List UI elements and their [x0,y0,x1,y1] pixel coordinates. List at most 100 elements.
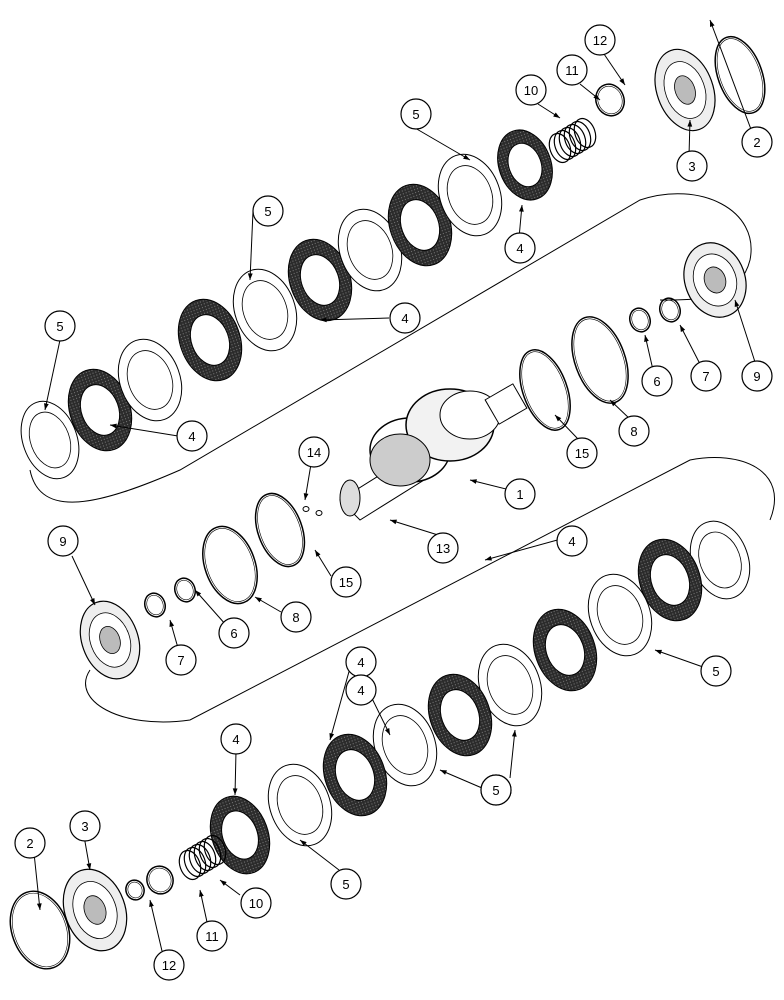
callout-label: 12 [593,33,607,48]
leader-line-13 [249,210,254,281]
leader-line-5 [109,424,179,437]
disc-14 [628,307,652,333]
callout-label: 11 [205,929,219,944]
disc-21 [202,525,258,605]
callout-5: 5 [330,868,362,900]
callout-10: 10 [515,74,547,106]
callout-6: 6 [641,365,673,397]
disc-20 [173,577,197,603]
disc-24 [637,538,703,622]
callout-5: 5 [252,195,284,227]
callout-10: 10 [240,887,272,919]
callout-label: 12 [162,958,176,973]
disc-11 [654,48,716,132]
pins [302,506,323,516]
callout-15: 15 [330,566,362,598]
disc-3 [177,298,243,382]
callout-8: 8 [280,601,312,633]
callout-bubbles: 1223344444445555555667788991010111112121… [14,24,773,981]
callout-2: 2 [741,126,773,158]
disc-8 [437,153,503,237]
leader-line-20 [194,589,227,626]
callout-12: 12 [153,949,185,981]
disc-7 [387,183,453,267]
callout-11: 11 [556,54,588,86]
disc-16 [571,316,629,404]
callout-label: 5 [712,664,719,679]
leader-line-10 [329,667,351,741]
callout-label: 6 [653,374,660,389]
disc-31 [267,763,333,847]
callout-label: 5 [264,204,271,219]
callout-label: 8 [292,610,299,625]
callout-4: 4 [345,646,377,678]
disc-25 [587,573,653,657]
leader-line-16 [439,769,483,789]
leader-line-0 [469,479,511,491]
leader-line-17 [299,839,340,871]
disc-33 [146,865,174,895]
leader-line-18 [509,729,516,779]
callout-label: 4 [188,429,195,444]
disc-29 [372,703,438,787]
leader-lines [33,19,756,952]
callout-label: 3 [81,819,88,834]
callout-13: 13 [427,532,459,564]
callout-label: 9 [753,369,760,384]
callout-label: 5 [56,319,63,334]
disc-13 [683,242,747,318]
leader-line-2 [33,852,41,911]
callout-4: 4 [556,525,588,557]
callout-label: 6 [230,626,237,641]
callout-15: 15 [566,437,598,469]
callout-9: 9 [47,525,79,557]
callout-label: 10 [524,83,538,98]
callout-label: 4 [232,732,239,747]
disc-5 [287,238,353,322]
callout-8: 8 [618,415,650,447]
callout-label: 14 [307,445,321,460]
callout-label: 7 [177,653,184,668]
disc-34 [62,868,128,952]
callout-label: 3 [688,159,695,174]
return-springs [178,117,597,881]
callout-label: 4 [357,655,364,670]
leader-line-1 [709,19,753,133]
callout-5: 5 [480,774,512,806]
callout-label: 1 [516,487,523,502]
disc-10 [595,83,625,117]
disc-30 [322,733,388,817]
callout-7: 7 [165,644,197,676]
callout-4: 4 [504,232,536,264]
disc-28 [427,673,493,757]
leader-line-12 [44,339,61,411]
leader-line-14 [414,127,471,161]
callout-label: 5 [412,107,419,122]
callout-label: 4 [516,241,523,256]
callout-label: 7 [702,369,709,384]
callout-11: 11 [196,920,228,952]
callout-label: 11 [565,63,579,78]
clutch-drum-shaft-assembly [339,383,528,521]
group-outline-lower [85,457,776,723]
disc-22 [254,492,306,568]
disc-15 [658,297,682,323]
disc-17 [519,349,571,431]
disc-35 [9,890,71,970]
leader-line-8 [484,538,562,561]
callout-label: 9 [59,534,66,549]
disc-4 [232,268,298,352]
callout-3: 3 [69,810,101,842]
callout-label: 15 [575,446,589,461]
callout-label: 10 [249,896,263,911]
callout-label: 2 [753,135,760,150]
callout-7: 7 [690,360,722,392]
disc-6 [337,208,403,292]
leader-line-25 [734,299,756,363]
callout-12: 12 [584,24,616,56]
callout-3: 3 [676,150,708,182]
callout-label: 13 [436,541,450,556]
callout-6: 6 [218,617,250,649]
disc-26 [532,608,598,692]
disc-0 [20,400,80,480]
